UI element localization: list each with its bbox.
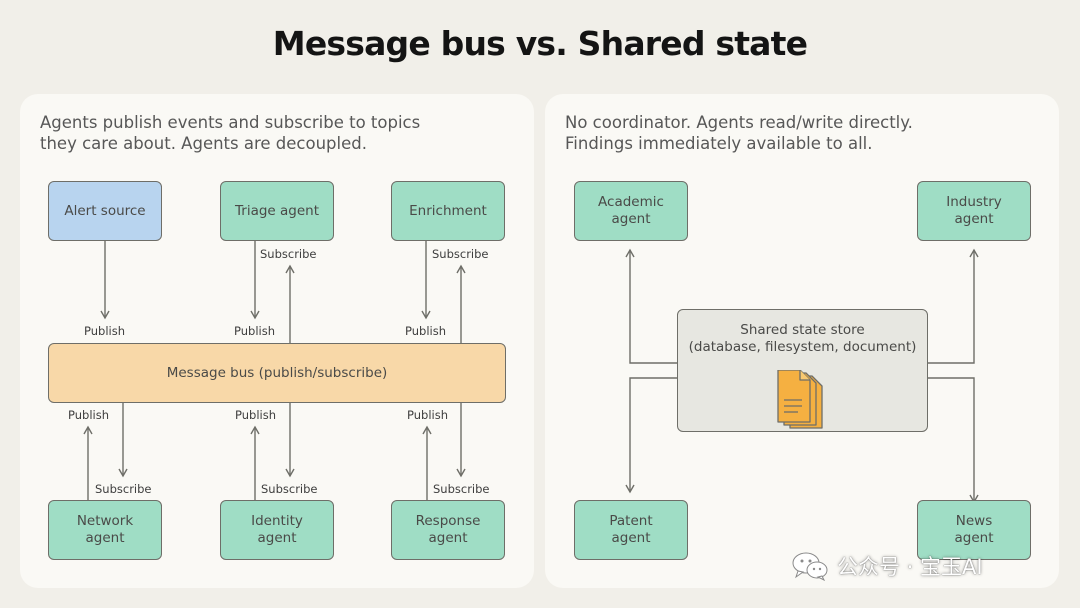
- shared-state-description: No coordinator. Agents read/write direct…: [565, 112, 1035, 154]
- box-line: Response: [415, 513, 481, 529]
- enrichment-box: Enrichment: [391, 181, 505, 241]
- box-line: agent: [428, 530, 468, 546]
- box-line: agent: [954, 211, 994, 227]
- message-bus-box: Message bus (publish/subscribe): [48, 343, 506, 403]
- watermark-text: 公众号 · 宝玉AI: [837, 555, 983, 579]
- store-title: Shared state store: [740, 322, 865, 338]
- box-line: agent: [85, 530, 125, 546]
- read-arrow-patent: [625, 377, 677, 494]
- wechat-logo-icon: [792, 552, 828, 581]
- publish-label: Publish: [68, 408, 109, 422]
- box-line: agent: [954, 530, 994, 546]
- box-line: Network: [76, 513, 134, 529]
- description-line: they care about. Agents are decoupled.: [40, 134, 367, 153]
- subscribe-label: Subscribe: [433, 482, 490, 496]
- message-bus-description: Agents publish events and subscribe to t…: [40, 112, 510, 154]
- description-line: No coordinator. Agents read/write direct…: [565, 113, 913, 132]
- publish-label: Publish: [407, 408, 448, 422]
- store-text: Shared state store (database, filesystem…: [678, 322, 927, 356]
- box-line: Patent: [609, 513, 653, 529]
- subscribe-label: Subscribe: [432, 247, 489, 261]
- description-line: Agents publish events and subscribe to t…: [40, 113, 421, 132]
- alert-source-box: Alert source: [48, 181, 162, 241]
- subscribe-label: Subscribe: [95, 482, 152, 496]
- subscribe-label: Subscribe: [260, 247, 317, 261]
- triage-agent-box: Triage agent: [220, 181, 334, 241]
- publish-label: Publish: [235, 408, 276, 422]
- write-arrow-industry: [927, 248, 979, 364]
- box-line: Academic: [598, 194, 664, 210]
- read-arrow-news: [927, 377, 979, 504]
- description-line: Findings immediately available to all.: [565, 134, 873, 153]
- write-arrow-academic: [625, 248, 677, 364]
- store-subtitle: (database, filesystem, document): [688, 339, 917, 355]
- shared-state-store-box: Shared state store (database, filesystem…: [677, 309, 928, 432]
- shared-state-panel: No coordinator. Agents read/write direct…: [545, 94, 1059, 588]
- box-line: agent: [257, 530, 297, 546]
- box-line: News: [955, 513, 993, 529]
- publish-label: Publish: [405, 324, 446, 338]
- document-stack-icon: [777, 370, 823, 429]
- box-line: agent: [611, 530, 651, 546]
- message-bus-panel: Agents publish events and subscribe to t…: [20, 94, 534, 588]
- watermark: 公众号 · 宝玉AI: [791, 551, 983, 581]
- subscribe-label: Subscribe: [261, 482, 318, 496]
- page-title: Message bus vs. Shared state: [272, 24, 808, 63]
- box-line: Identity: [251, 513, 303, 529]
- box-line: agent: [611, 211, 651, 227]
- publish-label: Publish: [84, 324, 125, 338]
- publish-label: Publish: [234, 324, 275, 338]
- box-line: Industry: [946, 194, 1002, 210]
